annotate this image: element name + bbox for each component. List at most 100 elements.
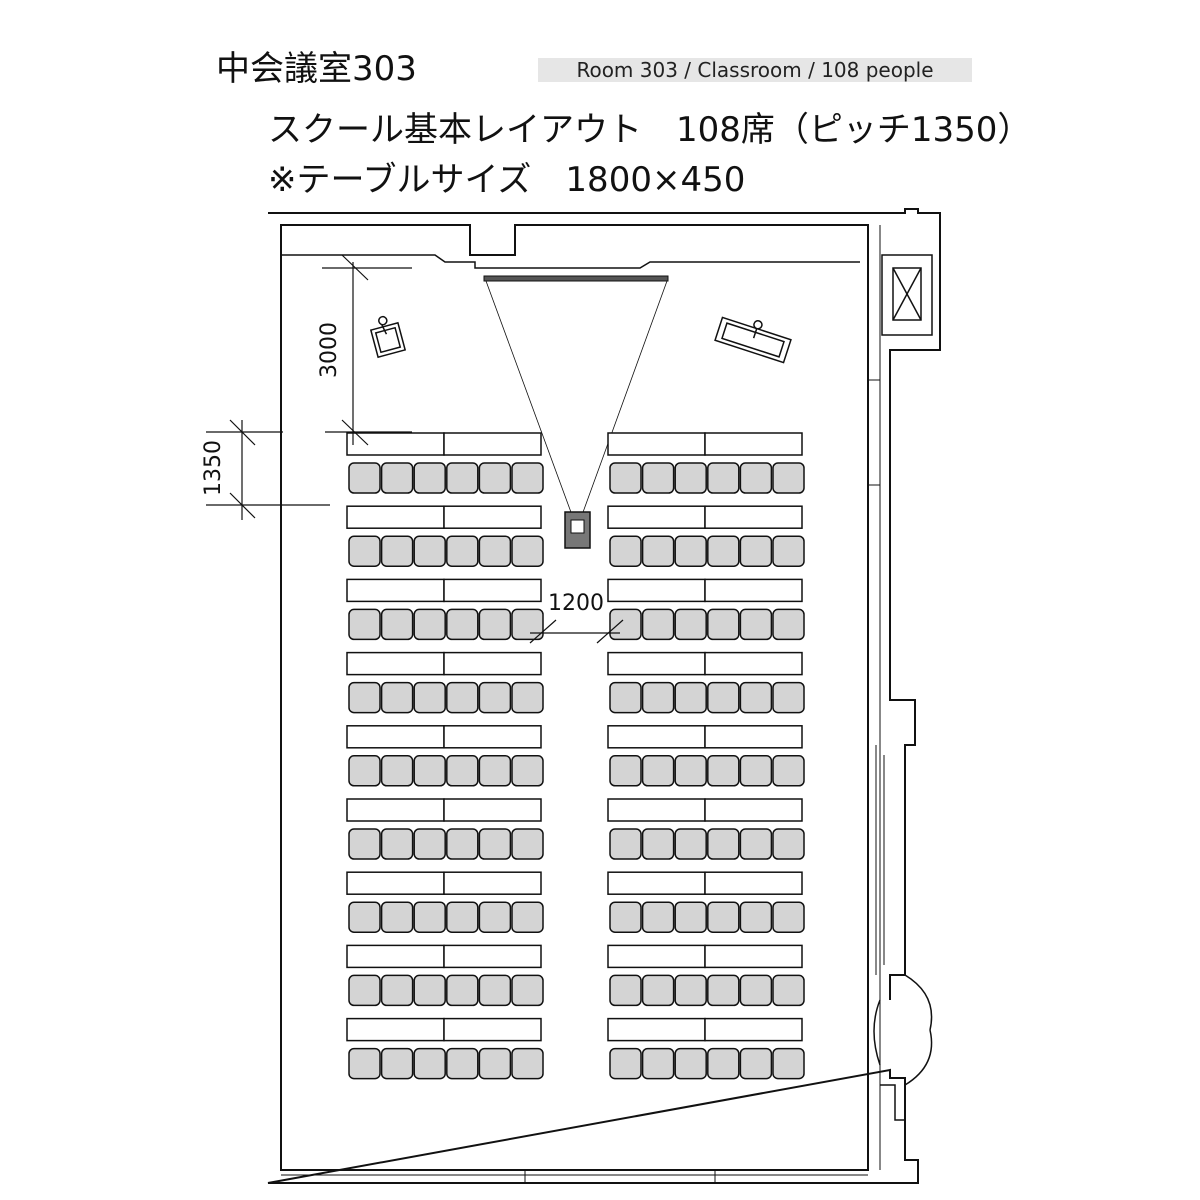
lectern-right: [714, 316, 792, 364]
chair: [707, 535, 740, 567]
chair: [707, 828, 740, 860]
table-right: [704, 798, 803, 822]
table-right: [704, 944, 803, 969]
chair: [413, 828, 446, 860]
chair: [772, 681, 805, 714]
chair: [511, 1047, 544, 1080]
chair: [707, 681, 740, 714]
table-right: [607, 432, 706, 456]
chair: [380, 755, 414, 787]
chair: [413, 462, 446, 494]
table-left: [443, 798, 542, 822]
chair: [739, 681, 773, 714]
table-left: [346, 944, 445, 969]
chair: [707, 755, 740, 787]
chair: [739, 608, 773, 641]
chair: [739, 755, 773, 787]
chair: [609, 1047, 642, 1080]
chair: [739, 462, 773, 494]
chair: [511, 462, 544, 494]
chair: [674, 462, 707, 494]
table-right: [704, 432, 803, 456]
utility-shaft: [881, 254, 933, 336]
chair: [674, 755, 707, 787]
chair: [674, 1047, 707, 1080]
chair: [609, 535, 642, 567]
table-right: [704, 871, 803, 895]
chair: [348, 1047, 381, 1080]
chair: [674, 681, 707, 714]
table-right: [607, 1017, 706, 1042]
table-left: [346, 871, 445, 895]
table-left: [443, 871, 542, 895]
table-size-note: ※テーブルサイズ 1800×450: [268, 160, 746, 200]
chair: [380, 974, 414, 1007]
chair: [446, 755, 479, 787]
chair: [348, 974, 381, 1007]
chair: [446, 681, 479, 714]
chair: [609, 974, 642, 1007]
chair: [707, 974, 740, 1007]
table-left: [443, 432, 542, 456]
table-right: [607, 944, 706, 969]
front-gap-dimension: 3000: [317, 322, 342, 378]
chair: [707, 901, 740, 933]
chair: [511, 608, 544, 641]
table-left: [346, 432, 445, 456]
chair: [478, 901, 512, 933]
table-left: [443, 725, 542, 749]
chair: [772, 901, 805, 933]
table-right: [704, 651, 803, 676]
projector-beam: [485, 280, 668, 516]
chair: [446, 828, 479, 860]
chair: [641, 901, 675, 933]
aisle-width-dimension: 1200: [548, 591, 604, 616]
table-right: [607, 651, 706, 676]
chair: [478, 828, 512, 860]
lectern-left: [369, 315, 407, 359]
projection-screen: [483, 275, 669, 282]
chair: [380, 608, 414, 641]
dimension-lines: [206, 254, 624, 644]
chair: [772, 535, 805, 567]
chair: [511, 974, 544, 1007]
chair: [739, 974, 773, 1007]
chair: [511, 755, 544, 787]
chair: [674, 974, 707, 1007]
table-left: [346, 798, 445, 822]
chair: [348, 901, 381, 933]
table-right: [704, 1017, 803, 1042]
chair: [641, 608, 675, 641]
chair: [707, 608, 740, 641]
seating-area: [346, 432, 805, 1080]
table-left: [443, 505, 542, 529]
chair: [739, 1047, 773, 1080]
table-left: [346, 651, 445, 676]
chair: [380, 1047, 414, 1080]
table-right: [607, 871, 706, 895]
chair: [413, 608, 446, 641]
chair: [413, 535, 446, 567]
chair: [446, 535, 479, 567]
chair: [380, 462, 414, 494]
chair: [641, 462, 675, 494]
chair: [707, 1047, 740, 1080]
chair: [348, 535, 381, 567]
chair: [739, 535, 773, 567]
chair: [772, 828, 805, 860]
chair: [413, 1047, 446, 1080]
chair: [674, 535, 707, 567]
chair: [641, 681, 675, 714]
chair: [446, 974, 479, 1007]
chair: [478, 608, 512, 641]
chair: [772, 755, 805, 787]
chair: [446, 901, 479, 933]
chair: [674, 901, 707, 933]
chair: [772, 974, 805, 1007]
chair: [511, 681, 544, 714]
chair: [511, 535, 544, 567]
row-pitch-dimension: 1350: [201, 440, 226, 496]
chair: [446, 1047, 479, 1080]
chair: [772, 608, 805, 641]
